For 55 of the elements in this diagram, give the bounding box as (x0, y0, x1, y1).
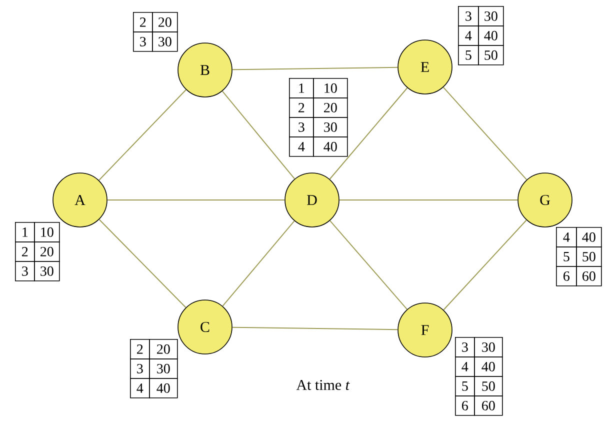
table-cell: 40 (474, 356, 503, 377)
table-cell: 4 (455, 356, 475, 377)
table-cell: 6 (455, 396, 475, 416)
table-cell: 5 (556, 246, 577, 267)
edge-line (98, 89, 187, 181)
table-cell: 2 (133, 12, 153, 32)
table-cell: 3 (458, 6, 479, 26)
table-cell: 2 (15, 242, 35, 262)
edge-line (222, 90, 296, 180)
edge-line (98, 219, 186, 308)
table-cell: 3 (133, 32, 153, 52)
table-cell: 50 (478, 45, 504, 66)
table-cell: 30 (34, 261, 60, 282)
caption: At time t (296, 380, 350, 390)
table-cell: 60 (576, 266, 602, 286)
table-cell: 40 (149, 378, 178, 398)
table-cell: 30 (474, 337, 503, 358)
table-cell: 40 (576, 227, 602, 248)
edge-line (232, 326, 398, 330)
table-cell: 5 (455, 376, 475, 396)
edge-line (329, 220, 408, 310)
table-cell: 60 (474, 396, 503, 416)
table-cell: 10 (34, 222, 60, 242)
table-cell: 20 (34, 242, 60, 262)
edge-line (232, 66, 398, 70)
edge-line (329, 87, 408, 180)
table-cell: 3 (130, 358, 150, 379)
table-cell: 5 (458, 45, 479, 66)
table-cell: 30 (313, 117, 348, 138)
table-cell: 10 (313, 78, 348, 98)
table-cell: 3 (455, 337, 475, 358)
table-cell: 20 (152, 12, 178, 32)
table-cell: 40 (313, 136, 348, 157)
edge-line (222, 220, 295, 307)
table-cell: 6 (556, 266, 577, 286)
table-cell: 2 (289, 98, 314, 118)
table-cell: 40 (478, 26, 504, 46)
table-cell: 3 (289, 117, 314, 138)
table-cell: 50 (576, 246, 602, 267)
table-cell: 4 (289, 136, 314, 157)
table-cell: 4 (556, 227, 577, 248)
table-cell: 4 (130, 378, 150, 398)
table-cell: 4 (458, 26, 479, 46)
table-cell: 30 (152, 32, 178, 52)
table-cell: 30 (149, 358, 178, 379)
table-cell: 1 (15, 222, 35, 242)
table-cell: 50 (474, 376, 503, 396)
table-cell: 3 (15, 261, 35, 282)
edge-line (442, 86, 528, 180)
table-cell: 1 (289, 78, 314, 98)
table-cell: 30 (478, 6, 504, 26)
table-cell: 20 (149, 339, 178, 360)
edge-line (443, 220, 527, 310)
table-cell: 2 (130, 339, 150, 360)
table-cell: 20 (313, 98, 348, 118)
